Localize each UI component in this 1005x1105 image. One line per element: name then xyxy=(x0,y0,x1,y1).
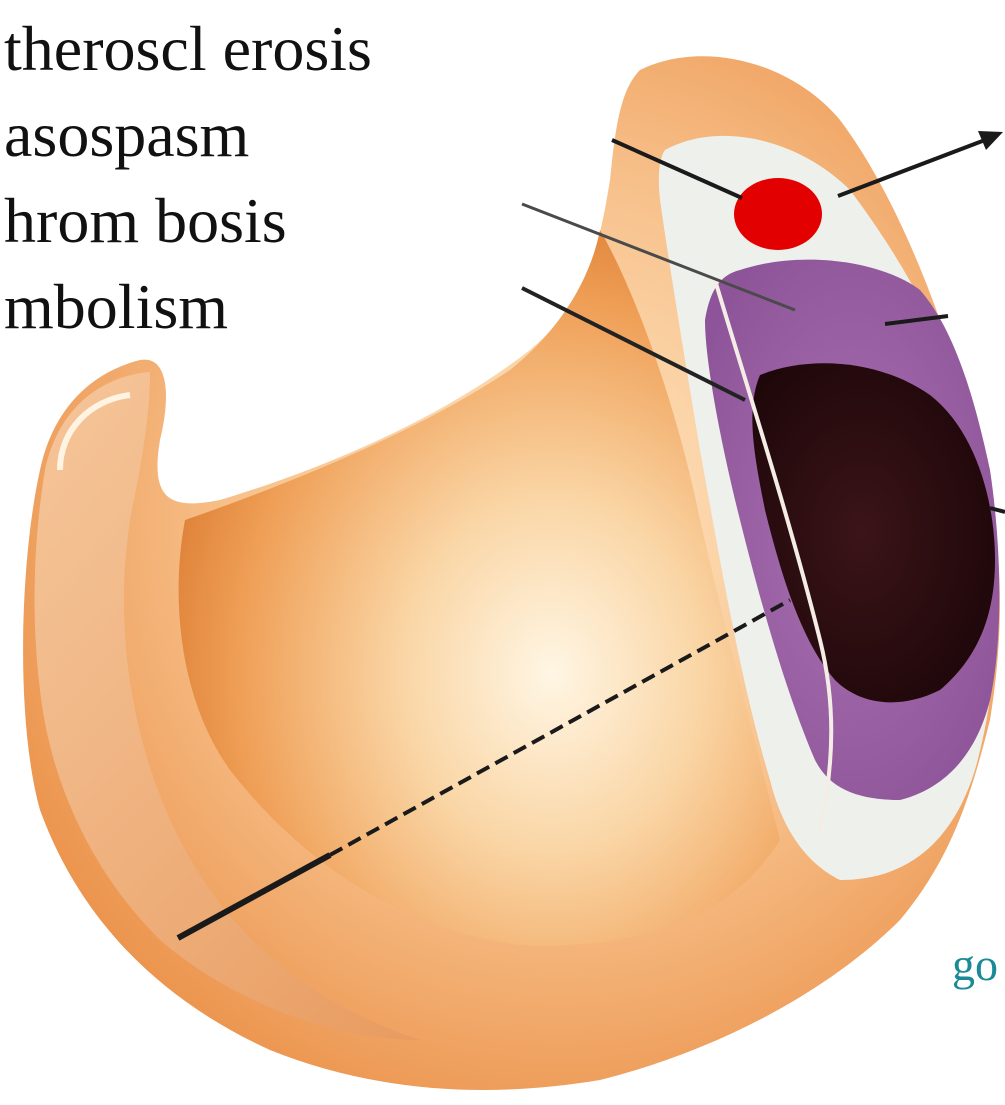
cause-list: theroscl erosis asospasm hrom bosis mbol… xyxy=(4,6,372,350)
cause-item: hrom bosis xyxy=(4,178,372,264)
cause-item: mbolism xyxy=(4,264,372,350)
cause-item: theroscl erosis xyxy=(4,6,372,92)
truncated-label: go xyxy=(952,938,998,991)
cause-item: asospasm xyxy=(4,92,372,178)
occlusion-dot xyxy=(734,178,822,250)
